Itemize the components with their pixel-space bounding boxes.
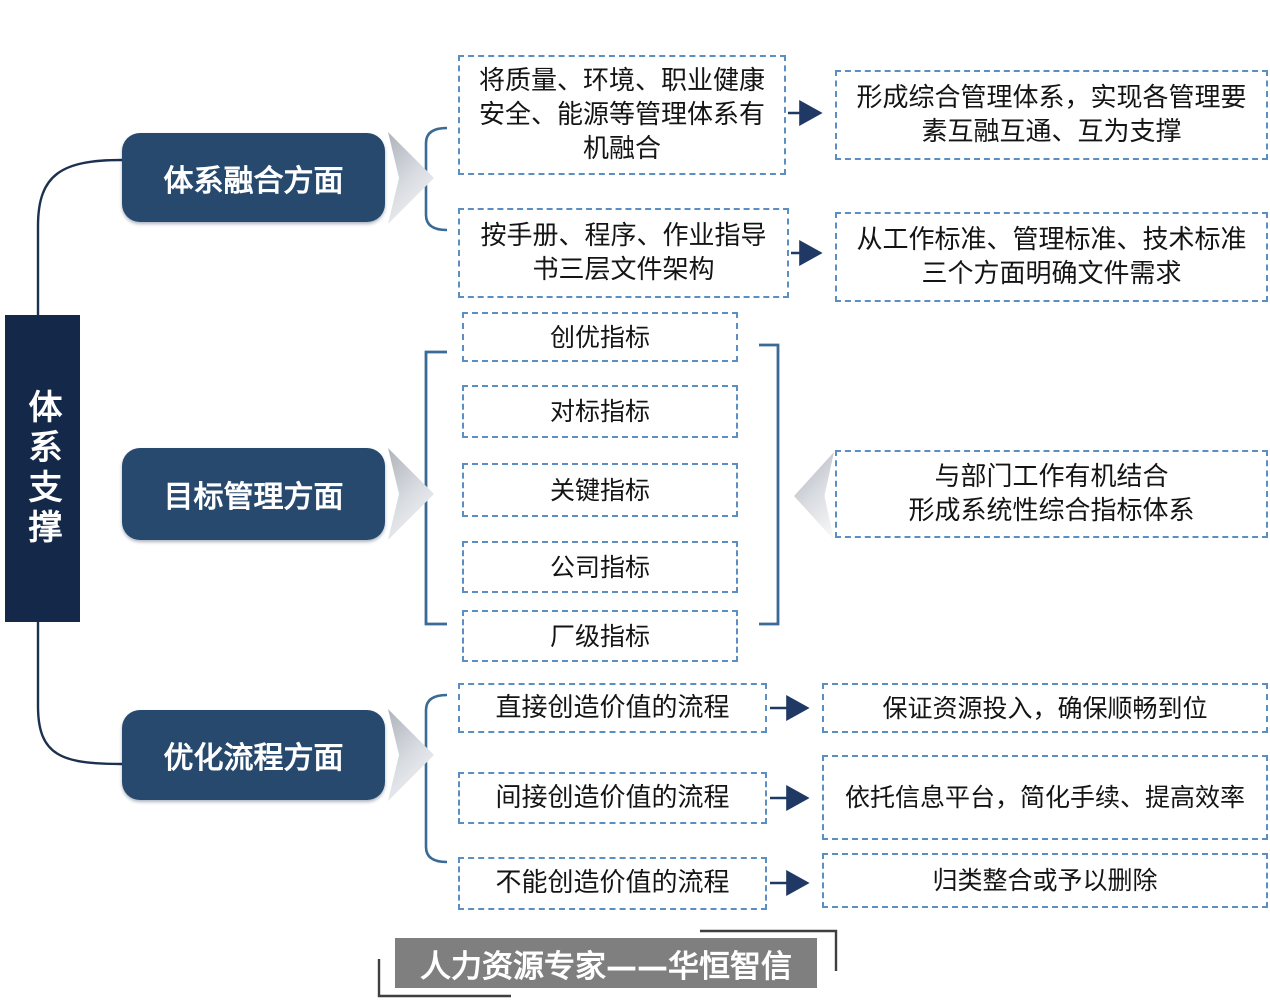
box-indicator-plant: 厂级指标	[462, 610, 738, 662]
chevron-right-icon	[388, 132, 434, 224]
root-label: 体系支撑	[5, 315, 80, 622]
box-no-value-process: 不能创造价值的流程	[458, 857, 767, 910]
box-no-value-result: 归类整合或予以删除	[822, 853, 1268, 908]
box-indicator-company: 公司指标	[462, 541, 738, 593]
bracket-indicators-left	[424, 350, 447, 626]
box-indicator-excellence: 创优指标	[462, 312, 738, 362]
box-indicator-benchmark: 对标指标	[462, 385, 738, 438]
box-indirect-value-process: 间接创造价值的流程	[458, 772, 767, 824]
chevron-right-icon	[388, 448, 434, 540]
box-indicator-summary: 与部门工作有机结合 形成系统性综合指标体系	[835, 450, 1268, 538]
box-integrated-system-result: 形成综合管理体系，实现各管理要素互融互通、互为支撑	[835, 70, 1268, 160]
box-document-requirements: 从工作标准、管理标准、技术标准三个方面明确文件需求	[835, 212, 1268, 302]
bracket-indicators-right	[759, 343, 780, 626]
box-merge-systems: 将质量、环境、职业健康安全、能源等管理体系有机融合	[458, 55, 786, 175]
box-indirect-value-result: 依托信息平台，简化手续、提高效率	[822, 755, 1268, 840]
chevron-left-icon	[794, 452, 834, 540]
bracket-section3	[424, 693, 448, 864]
chevron-right-icon	[388, 709, 434, 801]
category-box-process-optimization: 优化流程方面	[122, 710, 385, 800]
box-direct-value-result: 保证资源投入，确保顺畅到位	[822, 683, 1268, 733]
category-box-target-management: 目标管理方面	[122, 448, 385, 540]
footer-brand-banner: 人力资源专家——华恒智信	[395, 938, 817, 988]
box-three-tier-documents: 按手册、程序、作业指导书三层文件架构	[458, 208, 789, 298]
box-indicator-key: 关键指标	[462, 463, 738, 517]
category-box-system-integration: 体系融合方面	[122, 133, 385, 222]
box-direct-value-process: 直接创造价值的流程	[458, 683, 767, 733]
